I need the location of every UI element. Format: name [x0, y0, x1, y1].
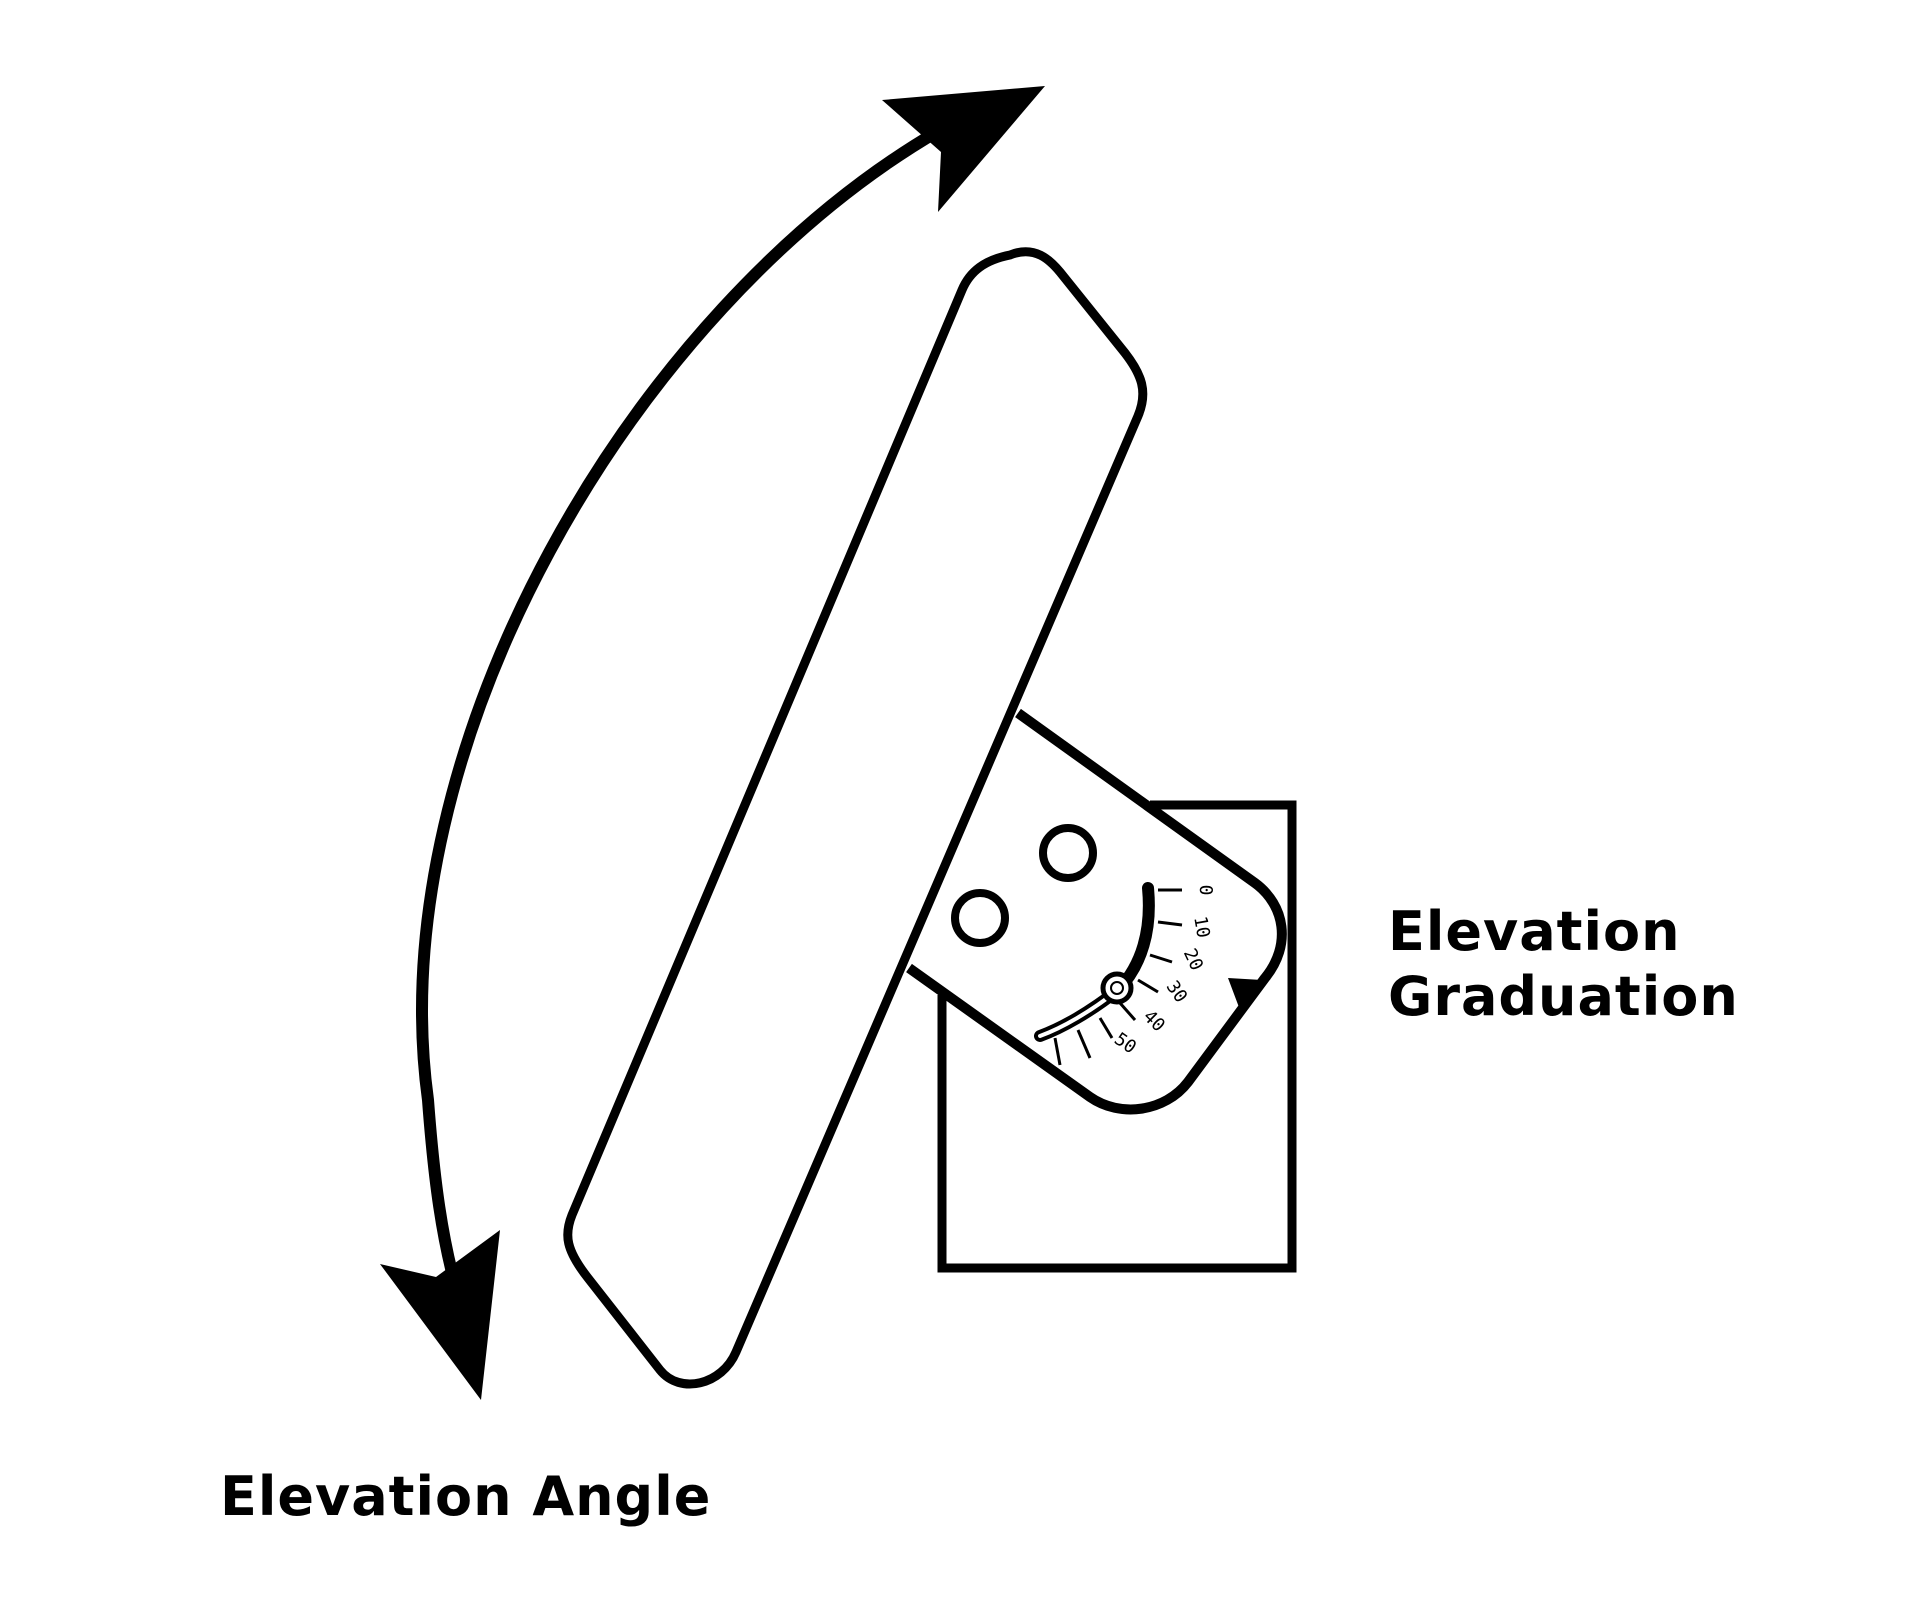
arrow-head-bottom	[380, 1230, 500, 1400]
elevation-angle-arrow	[380, 86, 1045, 1400]
elevation-graduation-label: Elevation Graduation	[1388, 900, 1739, 1030]
bolt-hole-lower	[951, 889, 1009, 947]
scale-ticks	[1053, 888, 1183, 1066]
mounting-bracket	[937, 800, 1297, 1273]
arrow-arc	[416, 124, 944, 1297]
scale-tick-label: 0	[1195, 885, 1216, 896]
elevation-angle-label: Elevation Angle	[220, 1465, 712, 1528]
solar-panel	[563, 247, 1148, 1389]
arrow-head-top	[882, 86, 1045, 212]
scale-tick-label: 10	[1189, 915, 1213, 940]
graduation-label-line2: Graduation	[1388, 964, 1739, 1028]
bolt-hole-upper	[1039, 824, 1097, 882]
graduation-label-line1: Elevation	[1388, 900, 1681, 963]
plate-pointer-icon	[1228, 978, 1262, 1010]
